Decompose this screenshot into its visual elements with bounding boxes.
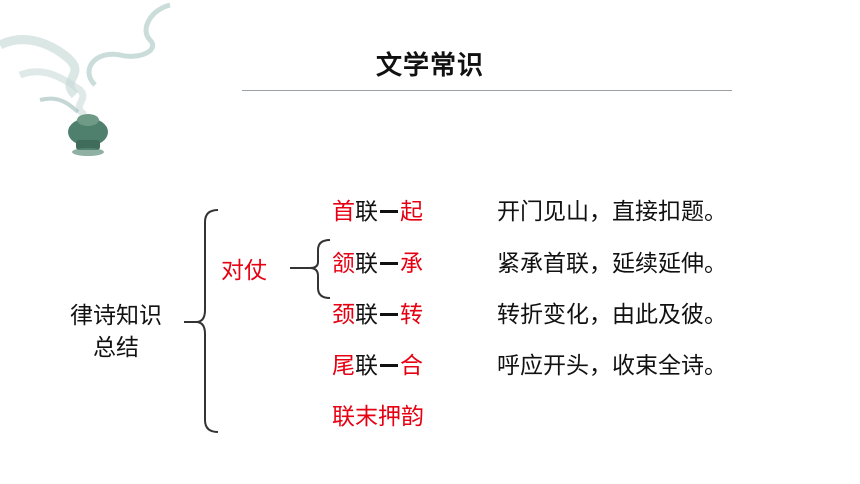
- root-label-line-1: 律诗知识: [70, 303, 162, 329]
- dash: [380, 312, 398, 316]
- row-key: 转: [400, 302, 423, 328]
- root-label-line-2: 总结: [93, 335, 139, 361]
- row-head: 首: [332, 199, 355, 225]
- row-lian: 联: [355, 302, 378, 328]
- row-desc: 开门见山，直接扣题。: [497, 199, 727, 225]
- row-key: 合: [400, 353, 423, 379]
- row-shoulian: 首联起: [332, 197, 423, 227]
- rhyme-label: 联末押韵: [332, 404, 424, 430]
- row-desc: 转折变化，由此及彼。: [497, 302, 727, 328]
- root-label: 律诗知识 总结: [60, 300, 172, 364]
- row-desc: 呼应开头，收束全诗。: [497, 353, 727, 379]
- row-desc: 紧承首联，延续延伸。: [497, 251, 727, 277]
- row-hanlian: 颔联承: [332, 249, 423, 279]
- row-key: 起: [400, 199, 423, 225]
- row-head: 颔: [332, 251, 355, 277]
- row-lian: 联: [355, 251, 378, 277]
- row-jinglian: 颈联转: [332, 300, 423, 330]
- row-head: 尾: [332, 353, 355, 379]
- row-key: 承: [400, 251, 423, 277]
- row-weilian: 尾联合: [332, 351, 423, 381]
- page-title: 文学常识: [375, 51, 484, 81]
- row-lian: 联: [355, 199, 378, 225]
- incense-smoke-decoration: [0, 2, 171, 156]
- row-head: 颈: [332, 302, 355, 328]
- row-lian: 联: [355, 353, 378, 379]
- duizhang-label: 对仗: [221, 258, 267, 284]
- dash: [380, 261, 398, 265]
- title-divider: [242, 90, 732, 91]
- dash: [380, 209, 398, 213]
- dash: [380, 363, 398, 367]
